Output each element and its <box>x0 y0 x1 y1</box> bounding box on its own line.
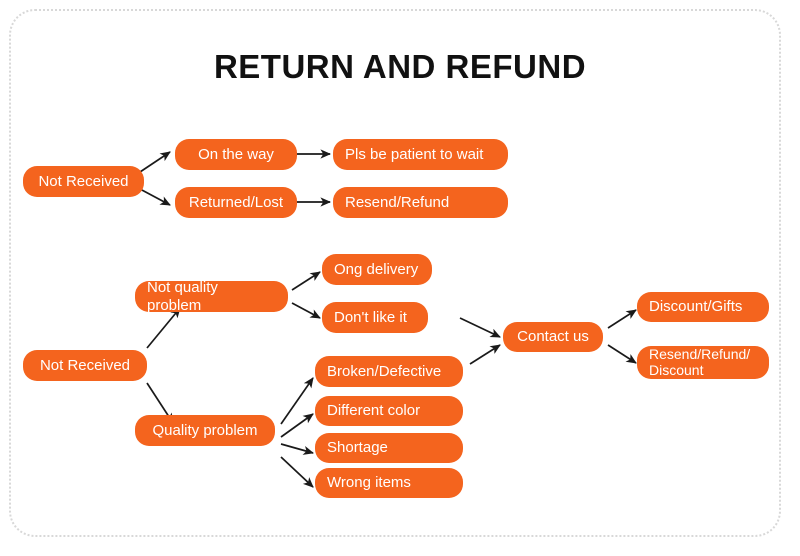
node-discount-gifts[interactable]: Discount/Gifts <box>637 292 769 322</box>
node-contact-us[interactable]: Contact us <box>503 322 603 352</box>
node-on-the-way[interactable]: On the way <box>175 139 297 170</box>
node-quality-problem[interactable]: Quality problem <box>135 415 275 446</box>
node-shortage[interactable]: Shortage <box>315 433 463 463</box>
node-different-color[interactable]: Different color <box>315 396 463 426</box>
node-dont-like-it[interactable]: Don't like it <box>322 302 428 333</box>
node-broken-defective[interactable]: Broken/Defective <box>315 356 463 387</box>
page-title: RETURN AND REFUND <box>213 48 587 85</box>
node-not-received-shipping[interactable]: Not Received <box>23 166 144 197</box>
node-not-quality-problem[interactable]: Not quality problem <box>135 279 288 314</box>
node-pls-be-patient-to-wait[interactable]: Pls be patient to wait <box>333 139 508 170</box>
node-resend-refund[interactable]: Resend/Refund <box>333 187 508 218</box>
node-wrong-items[interactable]: Wrong items <box>315 468 463 498</box>
node-not-received-quality[interactable]: Not Received <box>23 350 147 381</box>
node-resend-refund-discount[interactable]: Resend/Refund/ Discount <box>637 346 769 379</box>
node-ong-delivery[interactable]: Ong delivery <box>322 254 432 285</box>
node-returned-lost[interactable]: Returned/Lost <box>175 187 297 218</box>
